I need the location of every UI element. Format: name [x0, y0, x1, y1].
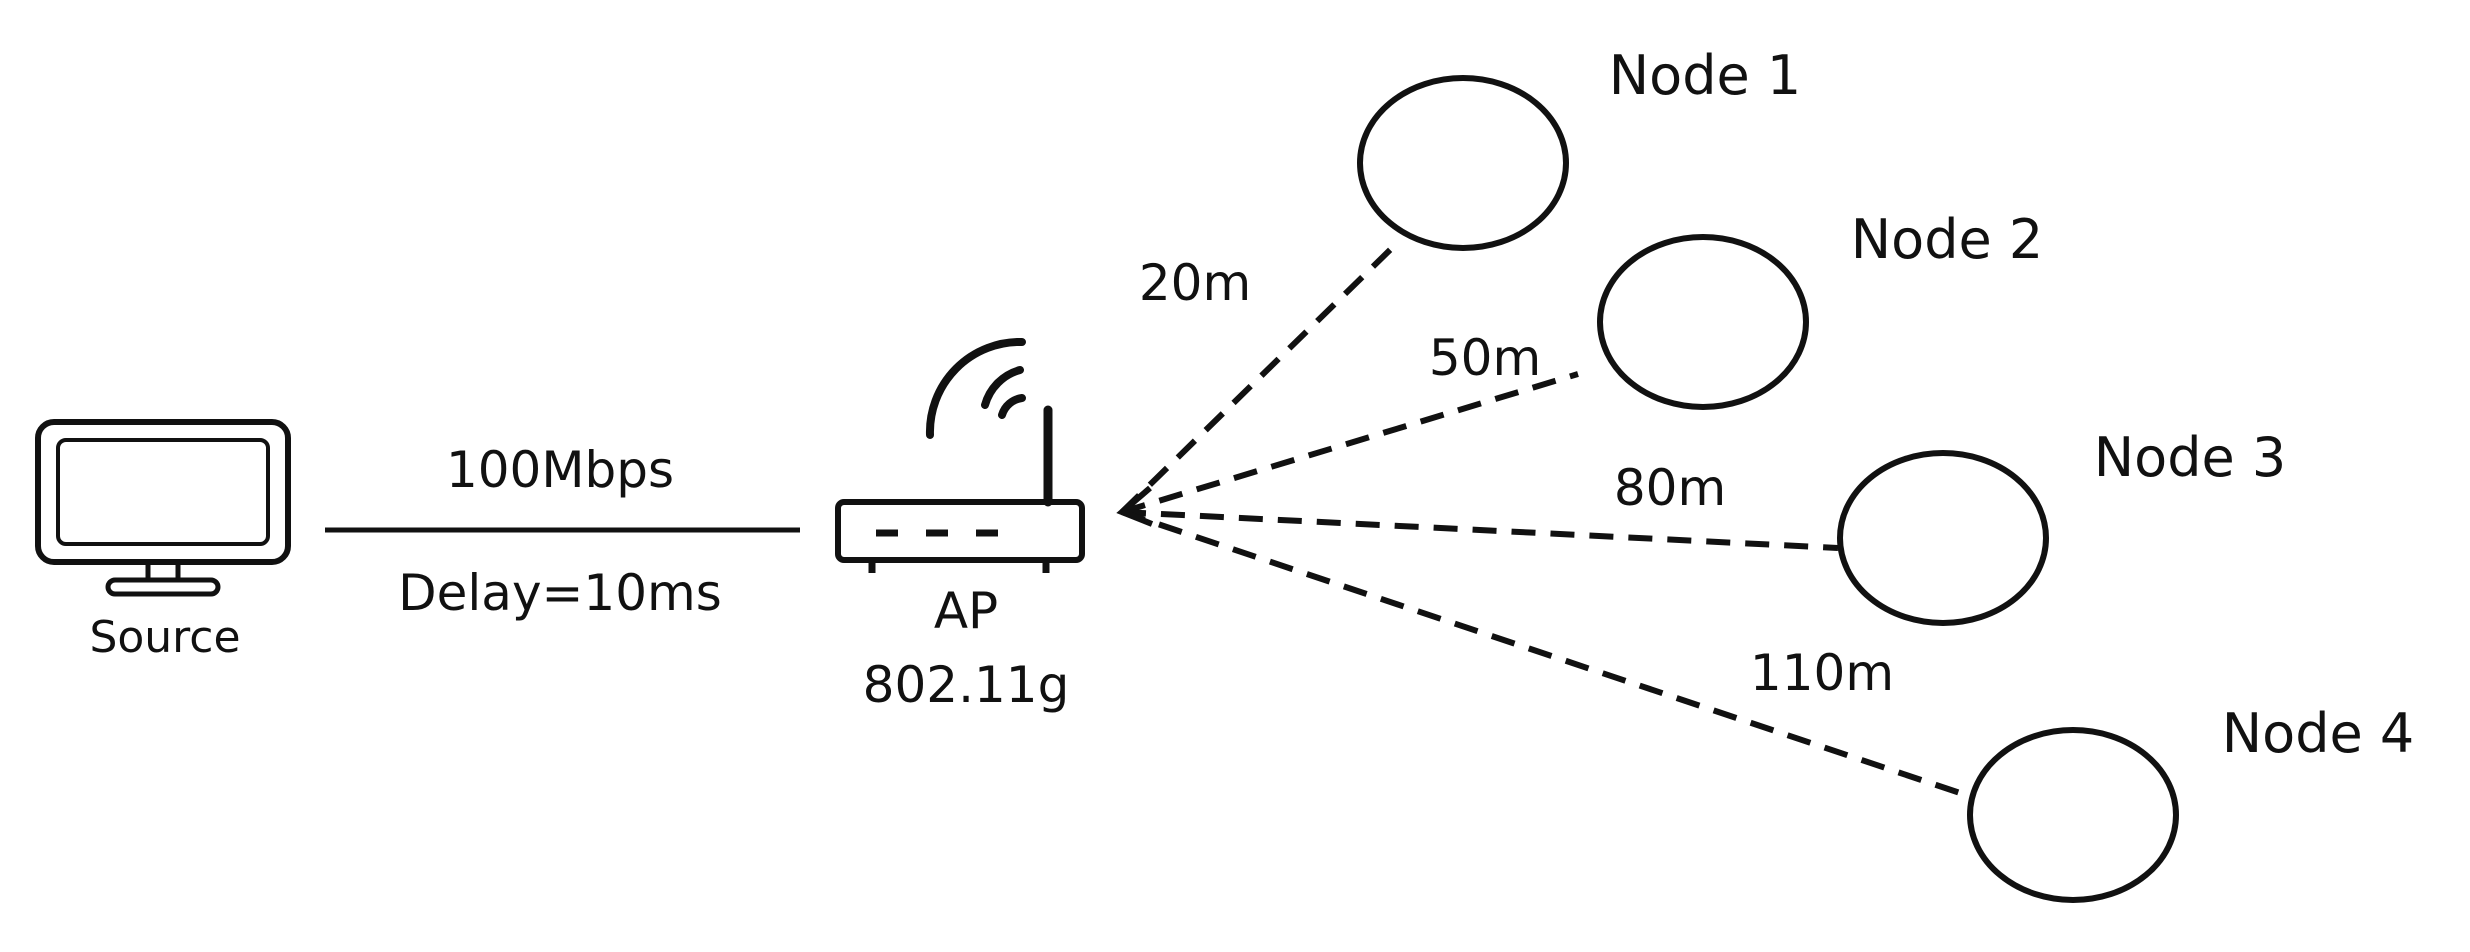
wireless-link-node-4 — [1121, 509, 1973, 800]
node-3-label: Node 3 — [2094, 426, 2286, 489]
distance-label-node-2: 50m — [1429, 329, 1541, 387]
node-2-label: Node 2 — [1851, 208, 2043, 271]
distance-label-node-3: 80m — [1614, 459, 1726, 517]
wireless-link-node-1 — [1119, 245, 1395, 515]
wifi-router-icon — [835, 337, 1085, 573]
node-4: Node 4 — [1967, 702, 2414, 903]
node-2: Node 2 — [1597, 208, 2043, 410]
distance-label-node-4: 110m — [1750, 644, 1894, 702]
node-circle — [1837, 450, 2049, 626]
node-circle — [1967, 727, 2179, 903]
wireless-links: 20m 50m 80m 110m — [1116, 245, 1973, 800]
link-delay-label: Delay=10ms — [398, 564, 722, 622]
node-circle — [1597, 234, 1809, 410]
source-label: Source — [89, 612, 240, 663]
link-bandwidth-label: 100Mbps — [446, 441, 674, 499]
monitor-icon — [35, 419, 291, 597]
distance-label-node-1: 20m — [1139, 254, 1251, 312]
ap-standard-label: 802.11g — [863, 656, 1070, 714]
signal-waves-icon — [925, 337, 1026, 439]
access-point: AP 802.11g — [835, 337, 1085, 714]
wired-link: 100Mbps Delay=10ms — [325, 441, 800, 622]
node-3: Node 3 — [1837, 426, 2286, 626]
wireless-link-node-2 — [1121, 371, 1579, 515]
node-circle — [1357, 75, 1569, 251]
wireless-link-node-3 — [1121, 509, 1839, 551]
node-1-label: Node 1 — [1609, 44, 1801, 107]
ap-name-label: AP — [934, 582, 998, 640]
source-computer: Source — [35, 419, 291, 663]
node-1: Node 1 — [1357, 44, 1801, 251]
node-4-label: Node 4 — [2222, 702, 2414, 765]
